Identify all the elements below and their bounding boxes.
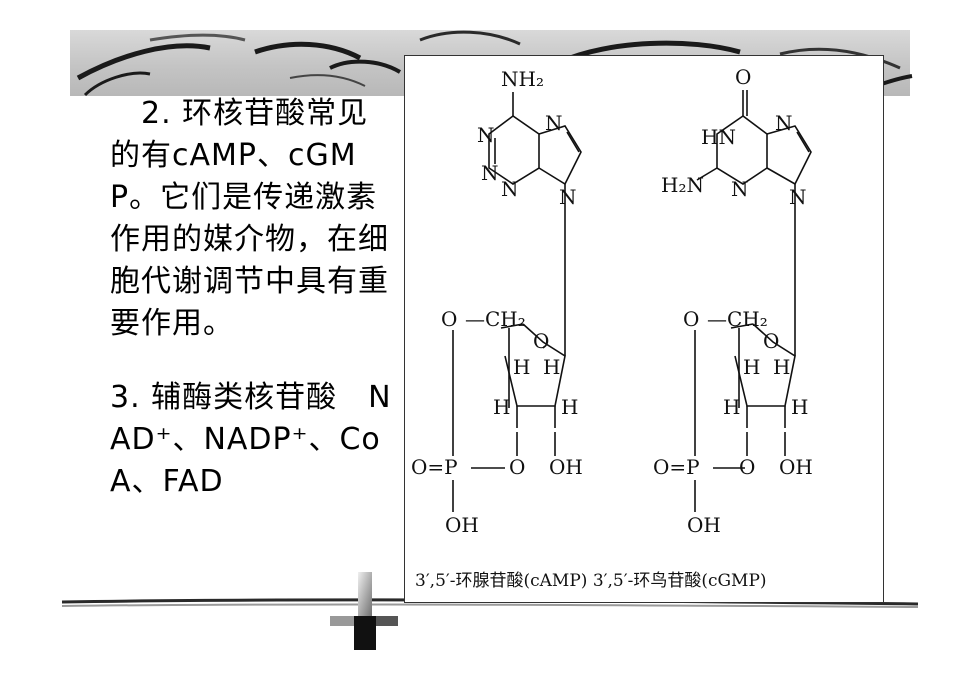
- svg-text:O: O: [533, 329, 549, 353]
- svg-text:—CH₂: —CH₂: [707, 307, 768, 331]
- svg-text:H: H: [561, 395, 578, 419]
- caption-camp: 3′,5′-环腺苷酸(cAMP): [415, 571, 588, 591]
- svg-text:O: O: [509, 455, 525, 479]
- svg-text:O=P: O=P: [411, 455, 458, 479]
- caption-cgmp: 3′,5′-环鸟苷酸(cGMP): [592, 571, 767, 591]
- svg-text:O: O: [763, 329, 779, 353]
- svg-text:H: H: [723, 395, 740, 419]
- svg-text:N: N: [477, 123, 495, 147]
- svg-text:H: H: [773, 355, 790, 379]
- paragraph-cyclic-nucleotides: 2. 环核苷酸常见的有cAMP、cGMP。它们是传递激素作用的媒介物，在细胞代谢…: [110, 96, 389, 341]
- svg-text:H: H: [743, 355, 760, 379]
- svg-text:OH: OH: [549, 455, 583, 479]
- svg-text:N: N: [789, 185, 807, 209]
- svg-text:O: O: [683, 307, 699, 331]
- adenine-amino-label: NH₂: [501, 67, 544, 91]
- svg-text:H: H: [543, 355, 560, 379]
- cyclic-nucleotide-structures: NH₂ N N N N N O —CH₂ O H H H H O=P O OH …: [411, 65, 813, 537]
- svg-text:H: H: [513, 355, 530, 379]
- svg-text:O: O: [441, 307, 457, 331]
- svg-text:N: N: [481, 161, 499, 185]
- svg-text:N: N: [501, 177, 519, 201]
- navigation-arrow-icon[interactable]: [330, 572, 410, 652]
- svg-text:OH: OH: [687, 513, 721, 537]
- figure-caption: 3′,5′-环腺苷酸(cAMP) 3′,5′-环鸟苷酸(cGMP): [415, 566, 885, 591]
- svg-text:H: H: [493, 395, 510, 419]
- svg-text:OH: OH: [779, 455, 813, 479]
- svg-text:H₂N: H₂N: [661, 173, 704, 197]
- svg-text:O: O: [739, 455, 755, 479]
- structure-figure: NH₂ N N N N N O —CH₂ O H H H H O=P O OH …: [404, 55, 884, 603]
- svg-text:N: N: [545, 111, 563, 135]
- svg-text:N: N: [731, 177, 749, 201]
- svg-text:O=P: O=P: [653, 455, 700, 479]
- svg-text:N: N: [775, 111, 793, 135]
- svg-text:N: N: [559, 185, 577, 209]
- guanine-oxo-label: O: [735, 65, 751, 89]
- svg-text:OH: OH: [445, 513, 479, 537]
- svg-text:H: H: [791, 395, 808, 419]
- svg-text:—CH₂: —CH₂: [465, 307, 526, 331]
- paragraph-coenzyme-nucleotides: 3. 辅酶类核苷酸 NAD⁺、NADP⁺、CoA、FAD: [110, 380, 392, 499]
- slide-text: 2. 环核苷酸常见的有cAMP、cGMP。它们是传递激素作用的媒介物，在细胞代谢…: [110, 93, 392, 503]
- svg-text:HN: HN: [701, 125, 736, 149]
